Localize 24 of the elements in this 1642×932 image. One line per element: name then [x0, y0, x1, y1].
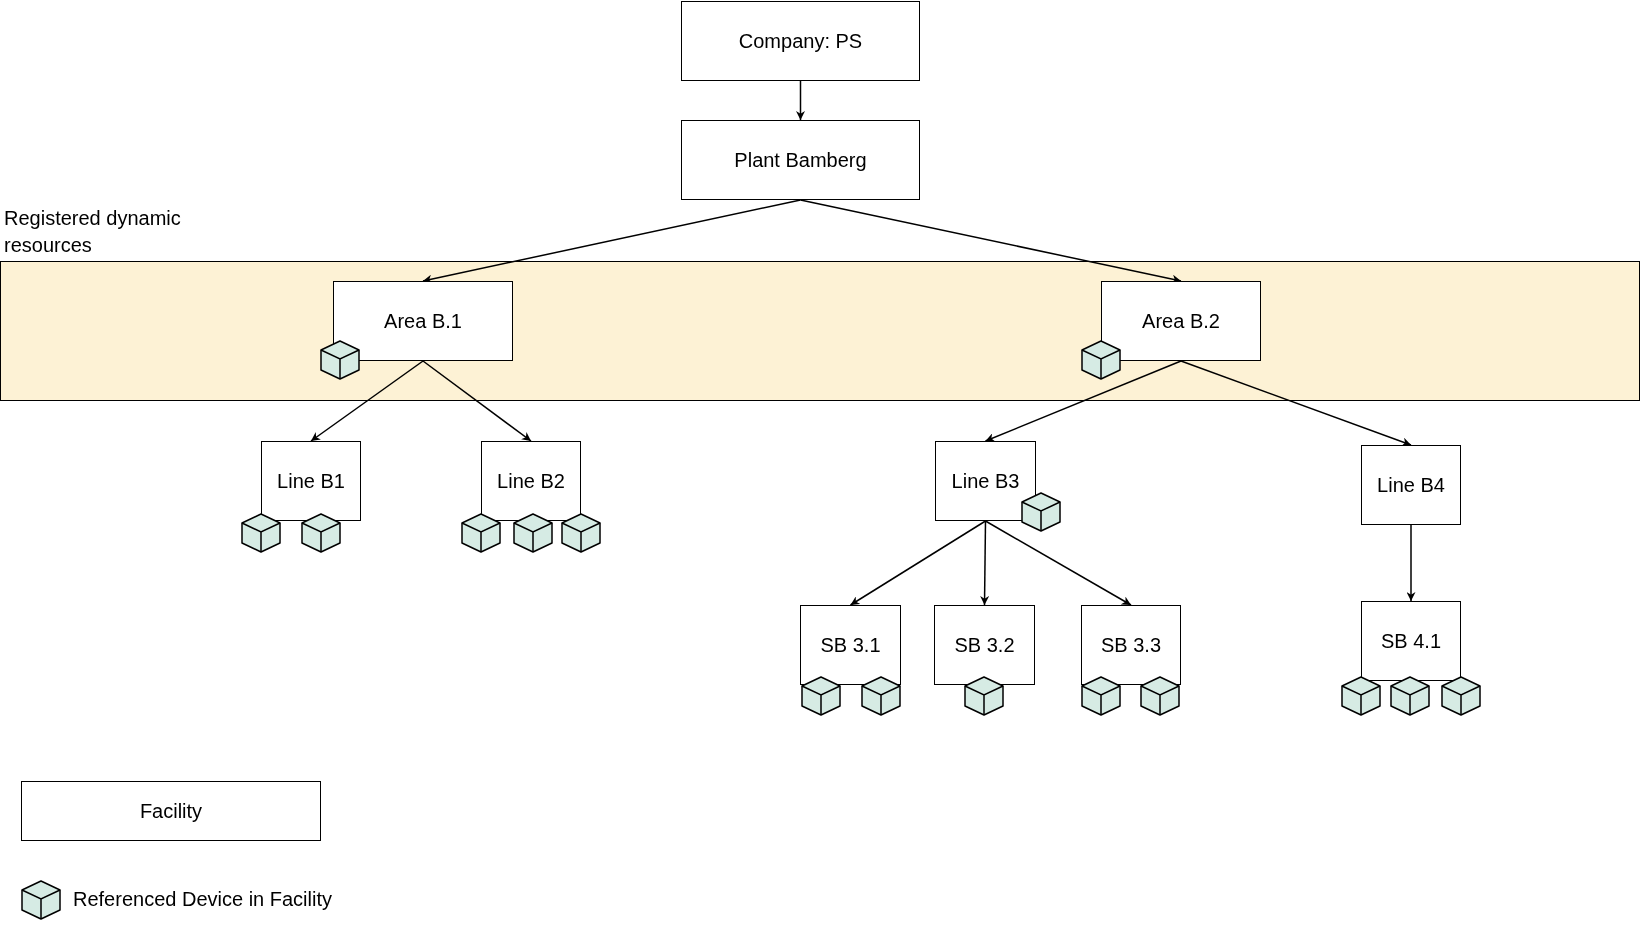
facility-box: SB 3.1: [800, 605, 901, 685]
facility-box: SB 4.1: [1361, 601, 1461, 681]
legend-box: Facility: [21, 781, 321, 841]
facility-box: SB 3.3: [1081, 605, 1181, 685]
arrow: [984, 520, 1132, 606]
facility-box: Line B2: [481, 441, 581, 521]
facility-box: Company: PS: [681, 1, 920, 81]
arrow: [984, 360, 1182, 442]
facility-box: Plant Bamberg: [681, 120, 920, 200]
facility-box: Line B1: [261, 441, 361, 521]
facility-box: SB 3.2: [934, 605, 1035, 685]
region-label: Registered dynamic resources: [4, 206, 182, 258]
arrow: [849, 520, 987, 606]
arrow: [1180, 360, 1412, 447]
facility-box: Line B4: [1361, 445, 1461, 525]
facility-box: Line B3: [935, 441, 1036, 521]
arrow: [422, 360, 532, 442]
arrow: [1406, 524, 1416, 602]
arrow: [796, 80, 805, 121]
arrow: [980, 520, 990, 606]
arrow: [310, 360, 424, 442]
legend-text: Referenced Device in Facility: [73, 888, 332, 911]
facility-box: Area B.2: [1101, 281, 1261, 361]
facility-box: Area B.1: [333, 281, 513, 361]
